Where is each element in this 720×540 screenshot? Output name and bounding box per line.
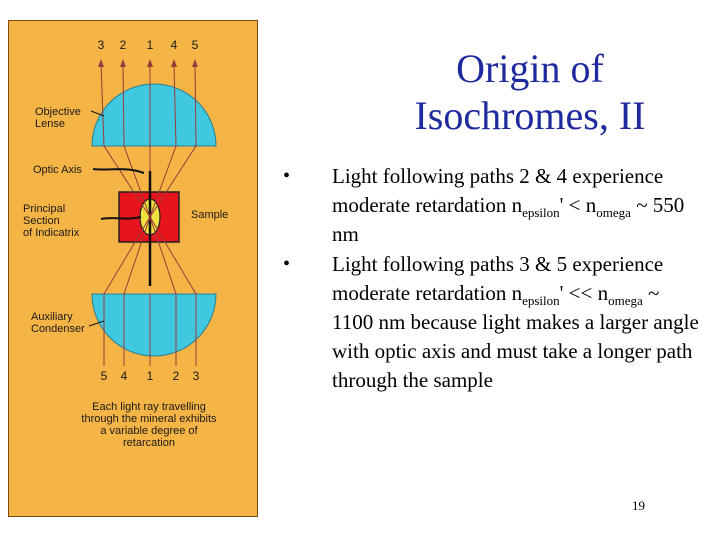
bullet-list: •Light following paths 2 & 4 experience … [280, 162, 700, 396]
top-path-number: 2 [119, 38, 127, 52]
top-path-number: 5 [191, 38, 199, 52]
ray-diagram [88, 59, 217, 366]
condenser-lens-shape [91, 293, 217, 357]
bullet-dot: • [283, 165, 291, 187]
lower-rays [103, 216, 197, 366]
bottom-path-number: 1 [146, 369, 154, 383]
optic-axis-label: Optic Axis [33, 164, 82, 176]
top-path-number: 1 [146, 38, 154, 52]
isochrome-figure: 3 2 1 4 5 5 4 1 2 3 Objective Lense Opti… [8, 20, 258, 517]
bullet-dot: • [283, 253, 291, 275]
top-path-number: 3 [97, 38, 105, 52]
bottom-path-number: 4 [120, 369, 128, 383]
top-path-number: 4 [170, 38, 178, 52]
bottom-path-number: 3 [192, 369, 200, 383]
bottom-path-number: 2 [172, 369, 180, 383]
slide-title: Origin of Isochromes, II [414, 46, 646, 138]
figure-caption: Each light ray travelling through the mi… [81, 401, 217, 449]
objective-lens-shape [91, 83, 217, 147]
auxiliary-condenser-label: Auxiliary Condenser [31, 311, 85, 335]
slide-number: 19 [632, 498, 645, 513]
principal-section-label: Principal Section of Indicatrix [23, 203, 80, 239]
sample-label: Sample [191, 209, 229, 221]
bottom-path-number: 5 [100, 369, 108, 383]
upper-rays [100, 62, 197, 218]
label-ticks [88, 110, 105, 327]
leader-lines [92, 168, 145, 220]
objective-lens-label: Objective Lense [35, 106, 81, 130]
bullet-item: •Light following paths 2 & 4 experience … [283, 164, 685, 246]
ray-arrowheads [98, 59, 198, 67]
bullet-item: •Light following paths 3 & 5 experience … [283, 252, 699, 392]
